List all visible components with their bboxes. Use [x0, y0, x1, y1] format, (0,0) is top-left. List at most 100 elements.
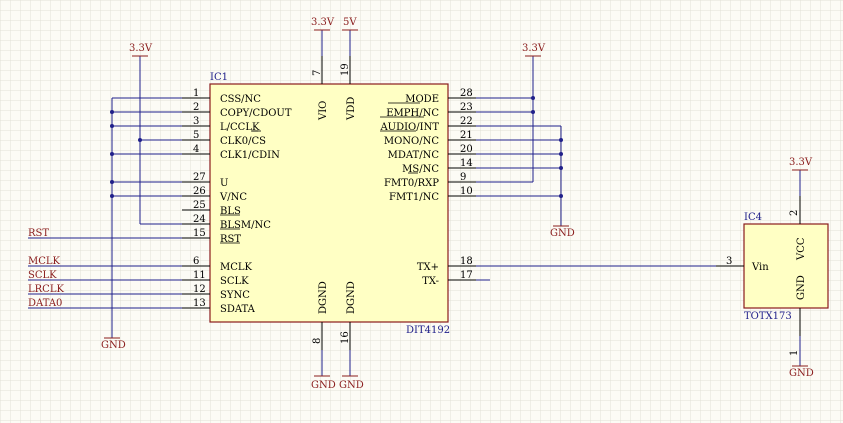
ic4-pin-2-number: 2 — [789, 210, 800, 216]
gnd-right: GND — [550, 225, 575, 239]
power-3v3-ic1: 3.3V — [311, 17, 335, 31]
ic1-pin-27-name: U — [220, 178, 228, 189]
power-3v3-ic1-label: 3.3V — [311, 17, 335, 28]
pin-name-overlines — [220, 102, 424, 244]
gnd-right-label: GND — [550, 228, 575, 239]
ic1-part-name: DIT4192 — [406, 325, 450, 336]
ic1-pin-24-name: BLSM/NC — [220, 220, 271, 231]
ic1-pin-6-name: MCLK — [220, 262, 253, 273]
ic1-pin-16-name: DGND — [346, 281, 357, 314]
ic1-pin-1-number: 1 — [193, 88, 199, 99]
ic4-component[interactable]: IC4 TOTX173 3 Vin 2 VCC 1 GND — [716, 170, 829, 366]
ic1-pin-13-name: SDATA — [220, 304, 256, 315]
junction-dots — [110, 96, 563, 198]
ic1-bottom-pins: 8 DGND 16 DGND — [312, 281, 357, 350]
ic4-pin-3-name: Vin — [751, 262, 769, 273]
ic1-pin-14-name: MS/NC — [402, 164, 439, 175]
power-3v3-right: 3.3V — [522, 43, 546, 57]
ic1-pin-22-name: AUDIO/INT — [379, 122, 439, 133]
ic1-pin-17-number: 17 — [460, 270, 473, 281]
ic1-left-pins: 1CSS/NC2COPY/CDOUT3L/CCLK5CLK0/CS4CLK1/C… — [182, 88, 292, 315]
ic1-pin-24-number: 24 — [193, 214, 206, 225]
ic1-body[interactable] — [209, 83, 449, 323]
ic1-pin-7-number: 7 — [312, 70, 323, 76]
gnd-ic4: GND — [789, 365, 814, 379]
ic4-pin-1-name: GND — [796, 275, 807, 300]
ic1-pin-2-number: 2 — [193, 102, 199, 113]
ic4-body[interactable] — [743, 223, 829, 309]
ic1-pin-18-name: TX+ — [417, 262, 439, 273]
ic1-pin-10-name: FMT1/NC — [389, 192, 439, 203]
gnd-left: GND — [101, 337, 126, 351]
ic1-pin-6-number: 6 — [193, 256, 199, 267]
ic1-pin-2-name: COPY/CDOUT — [220, 108, 292, 119]
ic1-pin-9-number: 9 — [460, 172, 466, 183]
ic1-pin-25-name: BLS — [220, 206, 241, 217]
ic1-pin-12-name: SYNC — [220, 290, 250, 301]
ic1-pin-11-name: SCLK — [220, 276, 249, 287]
net-label-rst: RST — [28, 228, 49, 239]
ic1-right-pins: 28MODE23EMPH/NC22AUDIO/INT21MONO/NC20MDA… — [379, 88, 476, 287]
wires — [28, 56, 744, 338]
power-5v-ic1-label: 5V — [343, 17, 357, 28]
ic1-pin-10-number: 10 — [460, 186, 473, 197]
gnd-left-label: GND — [101, 340, 126, 351]
gnd-ic1-pin8-label: GND — [311, 380, 336, 391]
ic1-pin-13-number: 13 — [193, 298, 206, 309]
ic1-pin-12-number: 12 — [193, 284, 206, 295]
ic1-pin-9-name: FMT0/RXP — [384, 178, 439, 189]
ic1-pin-16-number: 16 — [340, 331, 351, 344]
ic1-pin-28-name: MODE — [405, 94, 439, 105]
gnd-ic4-label: GND — [789, 368, 814, 379]
ic1-pin-26-name: V/NC — [219, 192, 247, 203]
gnd-ic1-pin16-label: GND — [339, 380, 364, 391]
ic1-pin-4-name: CLK1/CDIN — [220, 150, 280, 161]
power-3v3-left-label: 3.3V — [129, 43, 153, 54]
ic1-pin-15-name: RST — [220, 234, 241, 245]
ic1-component[interactable]: IC1 DIT4192 1CSS/NC2COPY/CDOUT3L/CCLK5CL… — [182, 56, 476, 350]
ic4-designator: IC4 — [744, 212, 762, 223]
ic1-designator: IC1 — [210, 72, 228, 83]
power-3v3-left: 3.3V — [129, 43, 153, 57]
ic1-pin-21-name: MONO/NC — [384, 136, 440, 147]
power-5v-ic1: 5V — [342, 17, 358, 31]
ic1-pin-4-number: 4 — [193, 144, 199, 155]
gnd-ic1-pin8: GND — [311, 375, 336, 391]
ic4-pin-2-name: VCC — [796, 237, 807, 261]
power-3v3-ic4-label: 3.3V — [789, 157, 813, 168]
ic4-pin-1-number: 1 — [789, 350, 800, 356]
ic1-pin-14-number: 14 — [460, 158, 473, 169]
power-symbols: 3.3V 5V 3.3V 3.3V 3.3V GND GND — [101, 17, 814, 391]
net-labels: RST MCLK SCLK LRCLK DATA0 — [28, 228, 64, 309]
ic1-pin-22-number: 22 — [460, 116, 473, 127]
ic1-pin-3-number: 3 — [193, 116, 199, 127]
ic1-pin-27-number: 27 — [193, 172, 206, 183]
ic1-pin-15-number: 15 — [193, 228, 206, 239]
ic1-pin-23-name: EMPH/NC — [386, 108, 439, 119]
ic1-pin-23-number: 23 — [460, 102, 473, 113]
ic1-pin-19-name: VDD — [346, 97, 357, 121]
ic1-pin-25-number: 25 — [193, 200, 206, 211]
power-3v3-ic4: 3.3V — [789, 157, 813, 171]
ic1-pin-8-name: DGND — [318, 281, 329, 314]
power-3v3-right-label: 3.3V — [522, 43, 546, 54]
ic1-pin-26-number: 26 — [193, 186, 206, 197]
ic4-pin-3-number: 3 — [726, 256, 732, 267]
net-label-data0: DATA0 — [28, 298, 62, 309]
ic1-pin-3-name: L/CCLK — [220, 122, 260, 133]
ic1-pin-20-name: MDAT/NC — [388, 150, 440, 161]
ic1-pin-5-name: CLK0/CS — [220, 136, 266, 147]
ic1-pin-21-number: 21 — [460, 130, 473, 141]
ic1-pin-20-number: 20 — [460, 144, 473, 155]
net-label-lrclk: LRCLK — [28, 284, 64, 295]
ic1-pin-18-number: 18 — [460, 256, 473, 267]
ic1-pin-5-number: 5 — [193, 130, 199, 141]
ic1-pin-11-number: 11 — [193, 270, 206, 281]
ic1-pin-17-name: TX- — [422, 276, 439, 287]
ic1-pin-8-number: 8 — [312, 338, 323, 344]
net-label-sclk: SCLK — [28, 270, 57, 281]
net-label-mclk: MCLK — [28, 256, 61, 267]
ic1-pin-19-number: 19 — [340, 63, 351, 76]
